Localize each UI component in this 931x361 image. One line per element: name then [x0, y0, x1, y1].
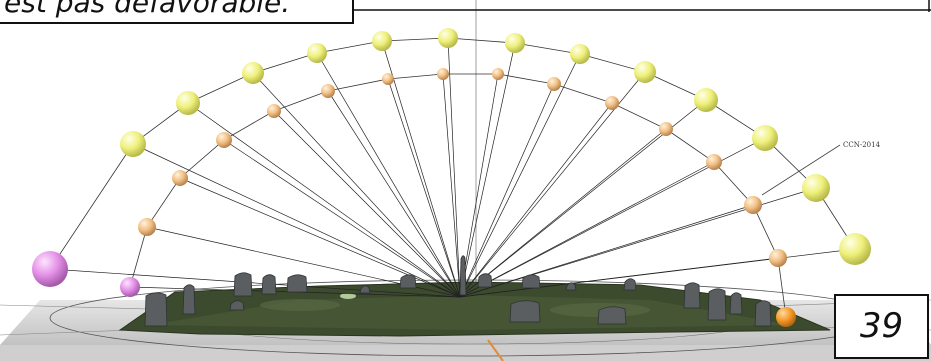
- sight-lines: [49, 37, 856, 298]
- violet-sphere-small: [120, 277, 140, 297]
- inner-sphere: [172, 170, 188, 186]
- standing-stone: [754, 300, 772, 327]
- outer-sphere-arc: [120, 28, 871, 265]
- standing-stones: [144, 255, 772, 327]
- inner-sphere: [659, 122, 673, 136]
- standing-stone: [597, 306, 627, 325]
- sight-line: [459, 83, 555, 298]
- inner-arc: [129, 73, 787, 318]
- outer-sphere: [570, 44, 590, 64]
- inner-sphere: [547, 77, 561, 91]
- sight-line: [442, 73, 461, 298]
- terrain: [118, 281, 831, 337]
- standing-stone: [229, 300, 245, 311]
- standing-stone: [707, 288, 727, 321]
- outer-sphere: [242, 62, 264, 84]
- inner-sphere: [382, 73, 394, 85]
- sight-line: [187, 102, 461, 298]
- inner-sphere: [769, 249, 787, 267]
- sight-line: [49, 268, 461, 298]
- orange-sphere: [776, 307, 796, 327]
- annotation-leader: [761, 144, 841, 196]
- sight-line: [459, 161, 715, 298]
- standing-stone: [509, 300, 541, 323]
- outer-sphere: [120, 131, 146, 157]
- standing-stone: [182, 284, 196, 315]
- outer-sphere: [505, 33, 525, 53]
- outer-sphere: [694, 88, 718, 112]
- inner-sphere-arc: [138, 68, 787, 267]
- inner-sphere: [605, 96, 619, 110]
- sight-line: [459, 73, 499, 298]
- sight-line: [327, 90, 461, 298]
- standing-stone: [233, 272, 253, 297]
- standing-stone: [261, 274, 277, 295]
- standing-stone: [623, 278, 637, 291]
- sight-line: [459, 257, 779, 298]
- outer-sphere: [839, 233, 871, 265]
- outer-sphere: [372, 31, 392, 51]
- inner-sphere: [321, 84, 335, 98]
- orange-line: [487, 339, 504, 361]
- sight-line: [459, 42, 516, 298]
- inner-sphere: [138, 218, 156, 236]
- outer-sphere: [634, 61, 656, 83]
- standing-stone: [477, 273, 493, 288]
- page-number: 39: [859, 306, 904, 346]
- sight-line: [381, 40, 461, 298]
- violet-sphere-large: [32, 251, 68, 287]
- sight-line: [273, 110, 461, 298]
- page-number-box: 39: [834, 294, 929, 359]
- standing-stone: [459, 255, 467, 296]
- sight-line: [387, 78, 461, 298]
- inner-sphere: [216, 132, 232, 148]
- sight-line: [459, 53, 581, 298]
- sight-line: [223, 139, 461, 298]
- inner-sphere: [267, 104, 281, 118]
- standing-stone: [683, 282, 701, 309]
- outer-sphere: [802, 174, 830, 202]
- sight-line: [252, 72, 461, 298]
- sight-line: [447, 37, 461, 298]
- outer-sphere: [176, 91, 200, 115]
- standing-stone: [359, 285, 371, 294]
- standing-stone: [144, 292, 168, 327]
- inner-sphere: [706, 154, 722, 170]
- sight-line: [459, 204, 754, 298]
- standing-stone: [729, 292, 743, 315]
- sight-line: [179, 177, 461, 298]
- caption-box: est pas défavorable.: [0, 0, 354, 24]
- outer-sphere: [438, 28, 458, 48]
- sight-line: [316, 52, 461, 298]
- sight-line: [132, 143, 461, 298]
- standing-stone: [399, 274, 417, 289]
- sight-line: [459, 128, 667, 298]
- standing-stone: [565, 282, 577, 291]
- standing-stone: [286, 274, 308, 293]
- inner-sphere: [744, 196, 762, 214]
- inner-sphere: [437, 68, 449, 80]
- standing-stone: [521, 274, 541, 289]
- inner-sphere: [492, 68, 504, 80]
- caption-text: est pas défavorable.: [4, 0, 291, 19]
- sight-line: [459, 102, 613, 298]
- outer-arc: [49, 37, 856, 270]
- annotation-label: CCN-2014: [843, 141, 881, 149]
- outer-sphere: [307, 43, 327, 63]
- outer-sphere: [752, 125, 778, 151]
